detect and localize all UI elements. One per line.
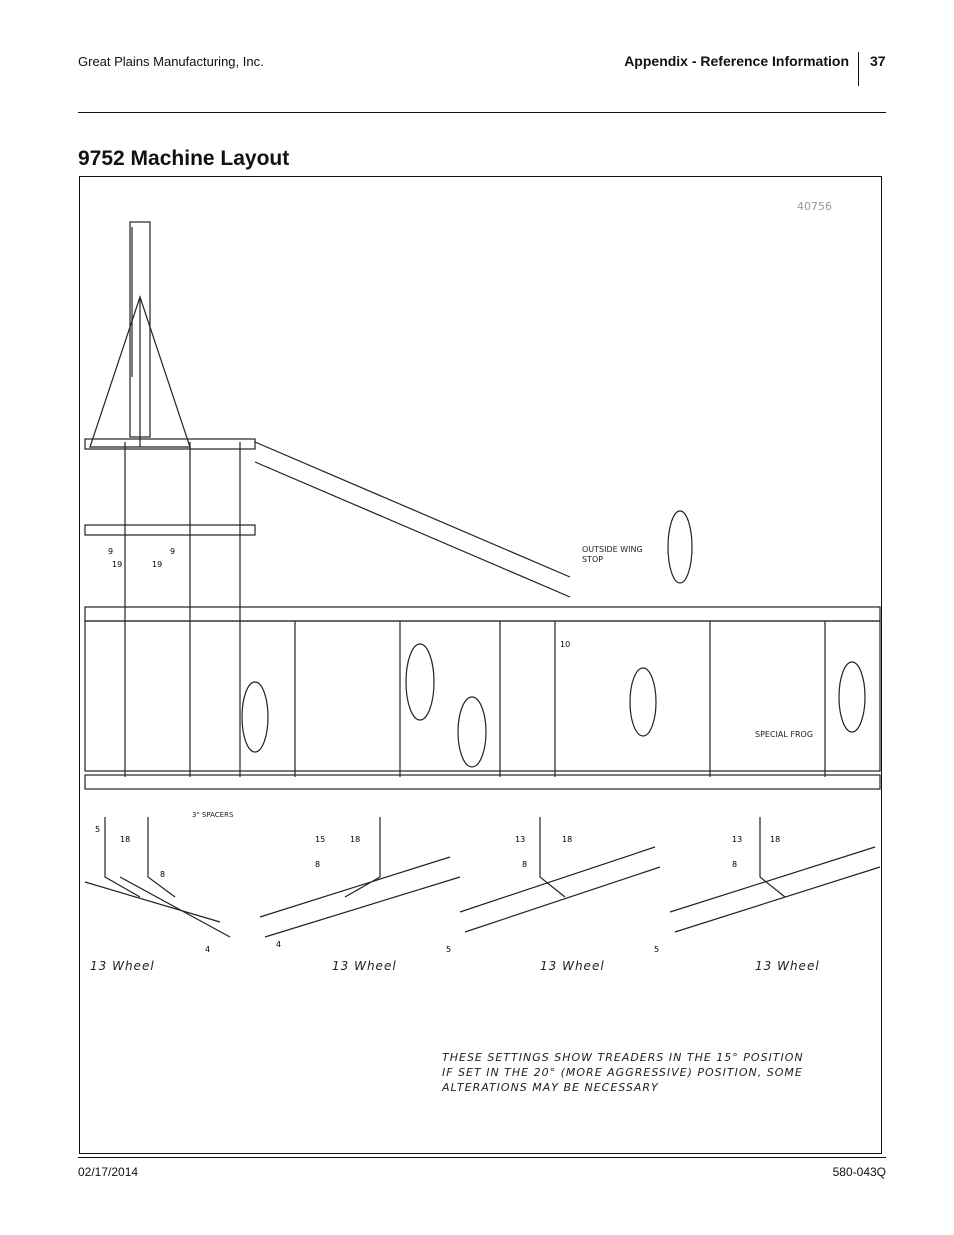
dimension: 18 [562, 835, 572, 844]
dimension: 13 [732, 835, 742, 844]
dimension: 5 [654, 945, 659, 954]
dimension: 19 [112, 560, 122, 569]
gauge-wheel [241, 681, 269, 753]
frame-rail [84, 438, 256, 450]
dimension: 9 [108, 547, 113, 556]
dimension: 4 [276, 940, 281, 949]
settings-note-line: ALTERATIONS MAY BE NECESSARY [441, 1081, 659, 1094]
settings-note-line: IF SET IN THE 20° (MORE AGGRESSIVE) POSI… [442, 1066, 803, 1079]
outside-wing-stop-label-1: OUTSIDE WING [582, 545, 643, 554]
treader-gang [84, 846, 881, 938]
dimension: 18 [350, 835, 360, 844]
wheel-label: 13 Wheel [755, 959, 820, 973]
dimension: 8 [732, 860, 737, 869]
dimension: 5 [95, 825, 100, 834]
wheel-label: 13 Wheel [332, 959, 397, 973]
dimension: 8 [522, 860, 527, 869]
section-title: Appendix - Reference Information [624, 53, 849, 69]
dimension: 4 [205, 945, 210, 954]
wheel-label: 13 Wheel [540, 959, 605, 973]
header-divider [858, 52, 859, 86]
special-frog-label: SPECIAL FROG [755, 730, 813, 739]
wing-brace [254, 441, 571, 578]
rear-toolbar [84, 774, 881, 790]
dimension: 19 [152, 560, 162, 569]
main-toolbar [84, 606, 881, 622]
dimension: 15 [315, 835, 325, 844]
dimension: 13 [515, 835, 525, 844]
header-rule [78, 112, 886, 113]
outside-wing-stop-label-2: STOP [582, 555, 603, 564]
machine-layout-figure: 40756 OUTSIDE WING STOP SPECIAL FROG 3" … [79, 176, 882, 1154]
footer-date: 02/17/2014 [78, 1165, 139, 1179]
dimension: 8 [160, 870, 165, 879]
page-number: 37 [870, 53, 886, 69]
spacers-label: 3" SPACERS [192, 811, 234, 819]
wheel-label: 13 Wheel [90, 959, 155, 973]
company-name: Great Plains Manufacturing, Inc. [78, 54, 264, 69]
dimension: 18 [770, 835, 780, 844]
dimension: 5 [446, 945, 451, 954]
footer-rule [78, 1157, 886, 1158]
page-title: 9752 Machine Layout [78, 147, 290, 170]
figure-number: 40756 [797, 200, 832, 213]
dimension: 10 [560, 640, 570, 649]
machine-layout-drawing: 40756 OUTSIDE WING STOP SPECIAL FROG 3" … [84, 200, 881, 1094]
dimension: 9 [170, 547, 175, 556]
footer-doc-number: 580-043Q [832, 1165, 886, 1179]
dimension: 18 [120, 835, 130, 844]
dimension: 8 [315, 860, 320, 869]
settings-note-line: THESE SETTINGS SHOW TREADERS IN THE 15° … [442, 1051, 804, 1064]
